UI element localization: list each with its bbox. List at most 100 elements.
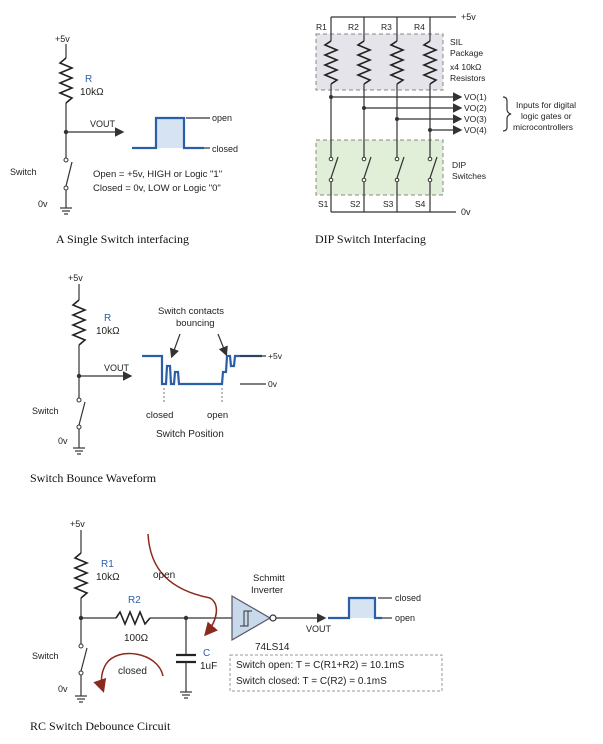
resistor-label: R xyxy=(85,74,92,85)
pulse-waveform xyxy=(132,116,204,150)
vo4-label: VO(4) xyxy=(464,125,487,135)
r2-label: R2 xyxy=(348,22,359,32)
open-arrow-label: open xyxy=(153,570,175,581)
output-waveform xyxy=(328,596,382,620)
output-lines xyxy=(329,92,463,135)
wf-low-label: 0v xyxy=(268,379,278,389)
schmitt-inverter xyxy=(231,594,272,642)
c-value: 1uF xyxy=(200,661,217,672)
note-closed: Closed = 0v, LOW or Logic "0" xyxy=(93,183,221,194)
switch-label: Switch xyxy=(32,651,59,661)
wf-high-label: +5v xyxy=(268,351,283,361)
closed-arrow-label: closed xyxy=(118,666,147,677)
bounce-label-1: Switch contacts xyxy=(158,306,224,317)
resistor-r xyxy=(70,299,88,346)
sil-package-label: Package xyxy=(450,48,483,58)
ground-label: 0v xyxy=(38,199,48,209)
brace xyxy=(502,96,512,132)
inputs-line-1: Inputs for digital xyxy=(516,100,576,110)
inputs-line-2: logic gates or xyxy=(521,111,572,121)
r3-label: R3 xyxy=(381,22,392,32)
panel-switch-bounce: +5v R 10kΩ VOUT Switch 0v +5v 0v Switch … xyxy=(30,273,283,485)
switch-position-label: Switch Position xyxy=(156,429,224,440)
closed-current-arrow xyxy=(93,652,164,693)
dip-switches xyxy=(328,156,438,212)
open-label: open xyxy=(212,113,232,123)
r2-label: R2 xyxy=(128,595,141,606)
bounce-label-2: bouncing xyxy=(176,318,215,329)
formula-open: Switch open: T = C(R1+R2) = 10.1mS xyxy=(236,660,405,671)
s2-label: S2 xyxy=(350,199,361,209)
inputs-line-3: microcontrollers xyxy=(513,122,573,132)
ground-label: 0v xyxy=(461,207,471,217)
closed-label: closed xyxy=(146,410,173,421)
sil-value-label: x4 10kΩ xyxy=(450,62,481,72)
switch-blade xyxy=(78,401,86,426)
open-label: open xyxy=(207,410,228,421)
vout-label: VOUT xyxy=(90,119,116,129)
switch-contact xyxy=(76,397,82,403)
vo2-label: VO(2) xyxy=(464,103,487,113)
pulse-fill xyxy=(156,118,184,148)
r1-value: 10kΩ xyxy=(96,572,120,583)
caption-rc-debounce: RC Switch Debounce Circuit xyxy=(30,719,171,733)
supply-label: +5v xyxy=(55,34,70,44)
open-label: open xyxy=(395,613,415,623)
vout-label: VOUT xyxy=(306,624,332,634)
supply-label: +5v xyxy=(461,12,476,22)
switch-contact xyxy=(63,157,69,163)
panel-rc-debounce: +5v R1 10kΩ R2 100Ω C 1uF Switch 0v xyxy=(30,519,443,733)
switch-blade xyxy=(65,161,73,187)
switch-contact xyxy=(63,185,69,191)
vo3-label: VO(3) xyxy=(464,114,487,124)
switch-contact xyxy=(78,643,84,649)
panel-dip-switch: +5v R1 R2 R3 R4 SIL Package x4 10kΩ Resi… xyxy=(315,12,576,246)
open-current-arrow xyxy=(147,533,218,637)
ground-label: 0v xyxy=(58,684,68,694)
s1-label: S1 xyxy=(318,199,329,209)
bounce-arrow-right xyxy=(217,333,228,357)
caption-switch-bounce: Switch Bounce Waveform xyxy=(30,471,157,485)
chip-label: 74LS14 xyxy=(255,642,290,653)
resistor-r1 xyxy=(72,552,90,599)
vout-label: VOUT xyxy=(104,363,130,373)
s3-label: S3 xyxy=(383,199,394,209)
dip-switches-label: Switches xyxy=(452,171,486,181)
resistor-value: 10kΩ xyxy=(96,326,120,337)
r1-label: R1 xyxy=(101,559,114,570)
sil-label: SIL xyxy=(450,37,463,47)
caption-single-switch: A Single Switch interfacing xyxy=(56,232,189,246)
r2-value: 100Ω xyxy=(124,633,149,644)
vo1-label: VO(1) xyxy=(464,92,487,102)
formula-closed: Switch closed: T = C(R2) = 0.1mS xyxy=(236,676,387,687)
bounce-arrow-left xyxy=(169,333,181,359)
r1-label: R1 xyxy=(316,22,327,32)
closed-label: closed xyxy=(395,593,421,603)
formula-box xyxy=(229,654,443,692)
dip-switch-box xyxy=(315,139,444,196)
resistor-r xyxy=(57,57,75,104)
r4-label: R4 xyxy=(414,22,425,32)
s4-label: S4 xyxy=(415,199,426,209)
resistor-r2 xyxy=(115,609,151,627)
switch-label: Switch xyxy=(10,167,37,177)
supply-label: +5v xyxy=(70,519,85,529)
schmitt-label: Schmitt xyxy=(253,573,285,584)
switch-label: Switch xyxy=(32,406,59,416)
hysteresis-icon xyxy=(240,610,252,627)
dip-label: DIP xyxy=(452,160,467,170)
caption-dip-switch: DIP Switch Interfacing xyxy=(315,232,426,246)
c-label: C xyxy=(203,648,210,659)
resistor-value: 10kΩ xyxy=(80,87,104,98)
bounce-waveform xyxy=(142,354,262,386)
switch-contact xyxy=(78,670,84,676)
resistor-label: R xyxy=(104,313,111,324)
closed-label: closed xyxy=(212,144,238,154)
note-open: Open = +5v, HIGH or Logic "1" xyxy=(93,169,222,180)
supply-label: +5v xyxy=(68,273,83,283)
ground-label: 0v xyxy=(58,436,68,446)
inverter-label: Inverter xyxy=(251,585,283,596)
switch-contact xyxy=(76,424,82,430)
switch-blade xyxy=(80,647,88,672)
